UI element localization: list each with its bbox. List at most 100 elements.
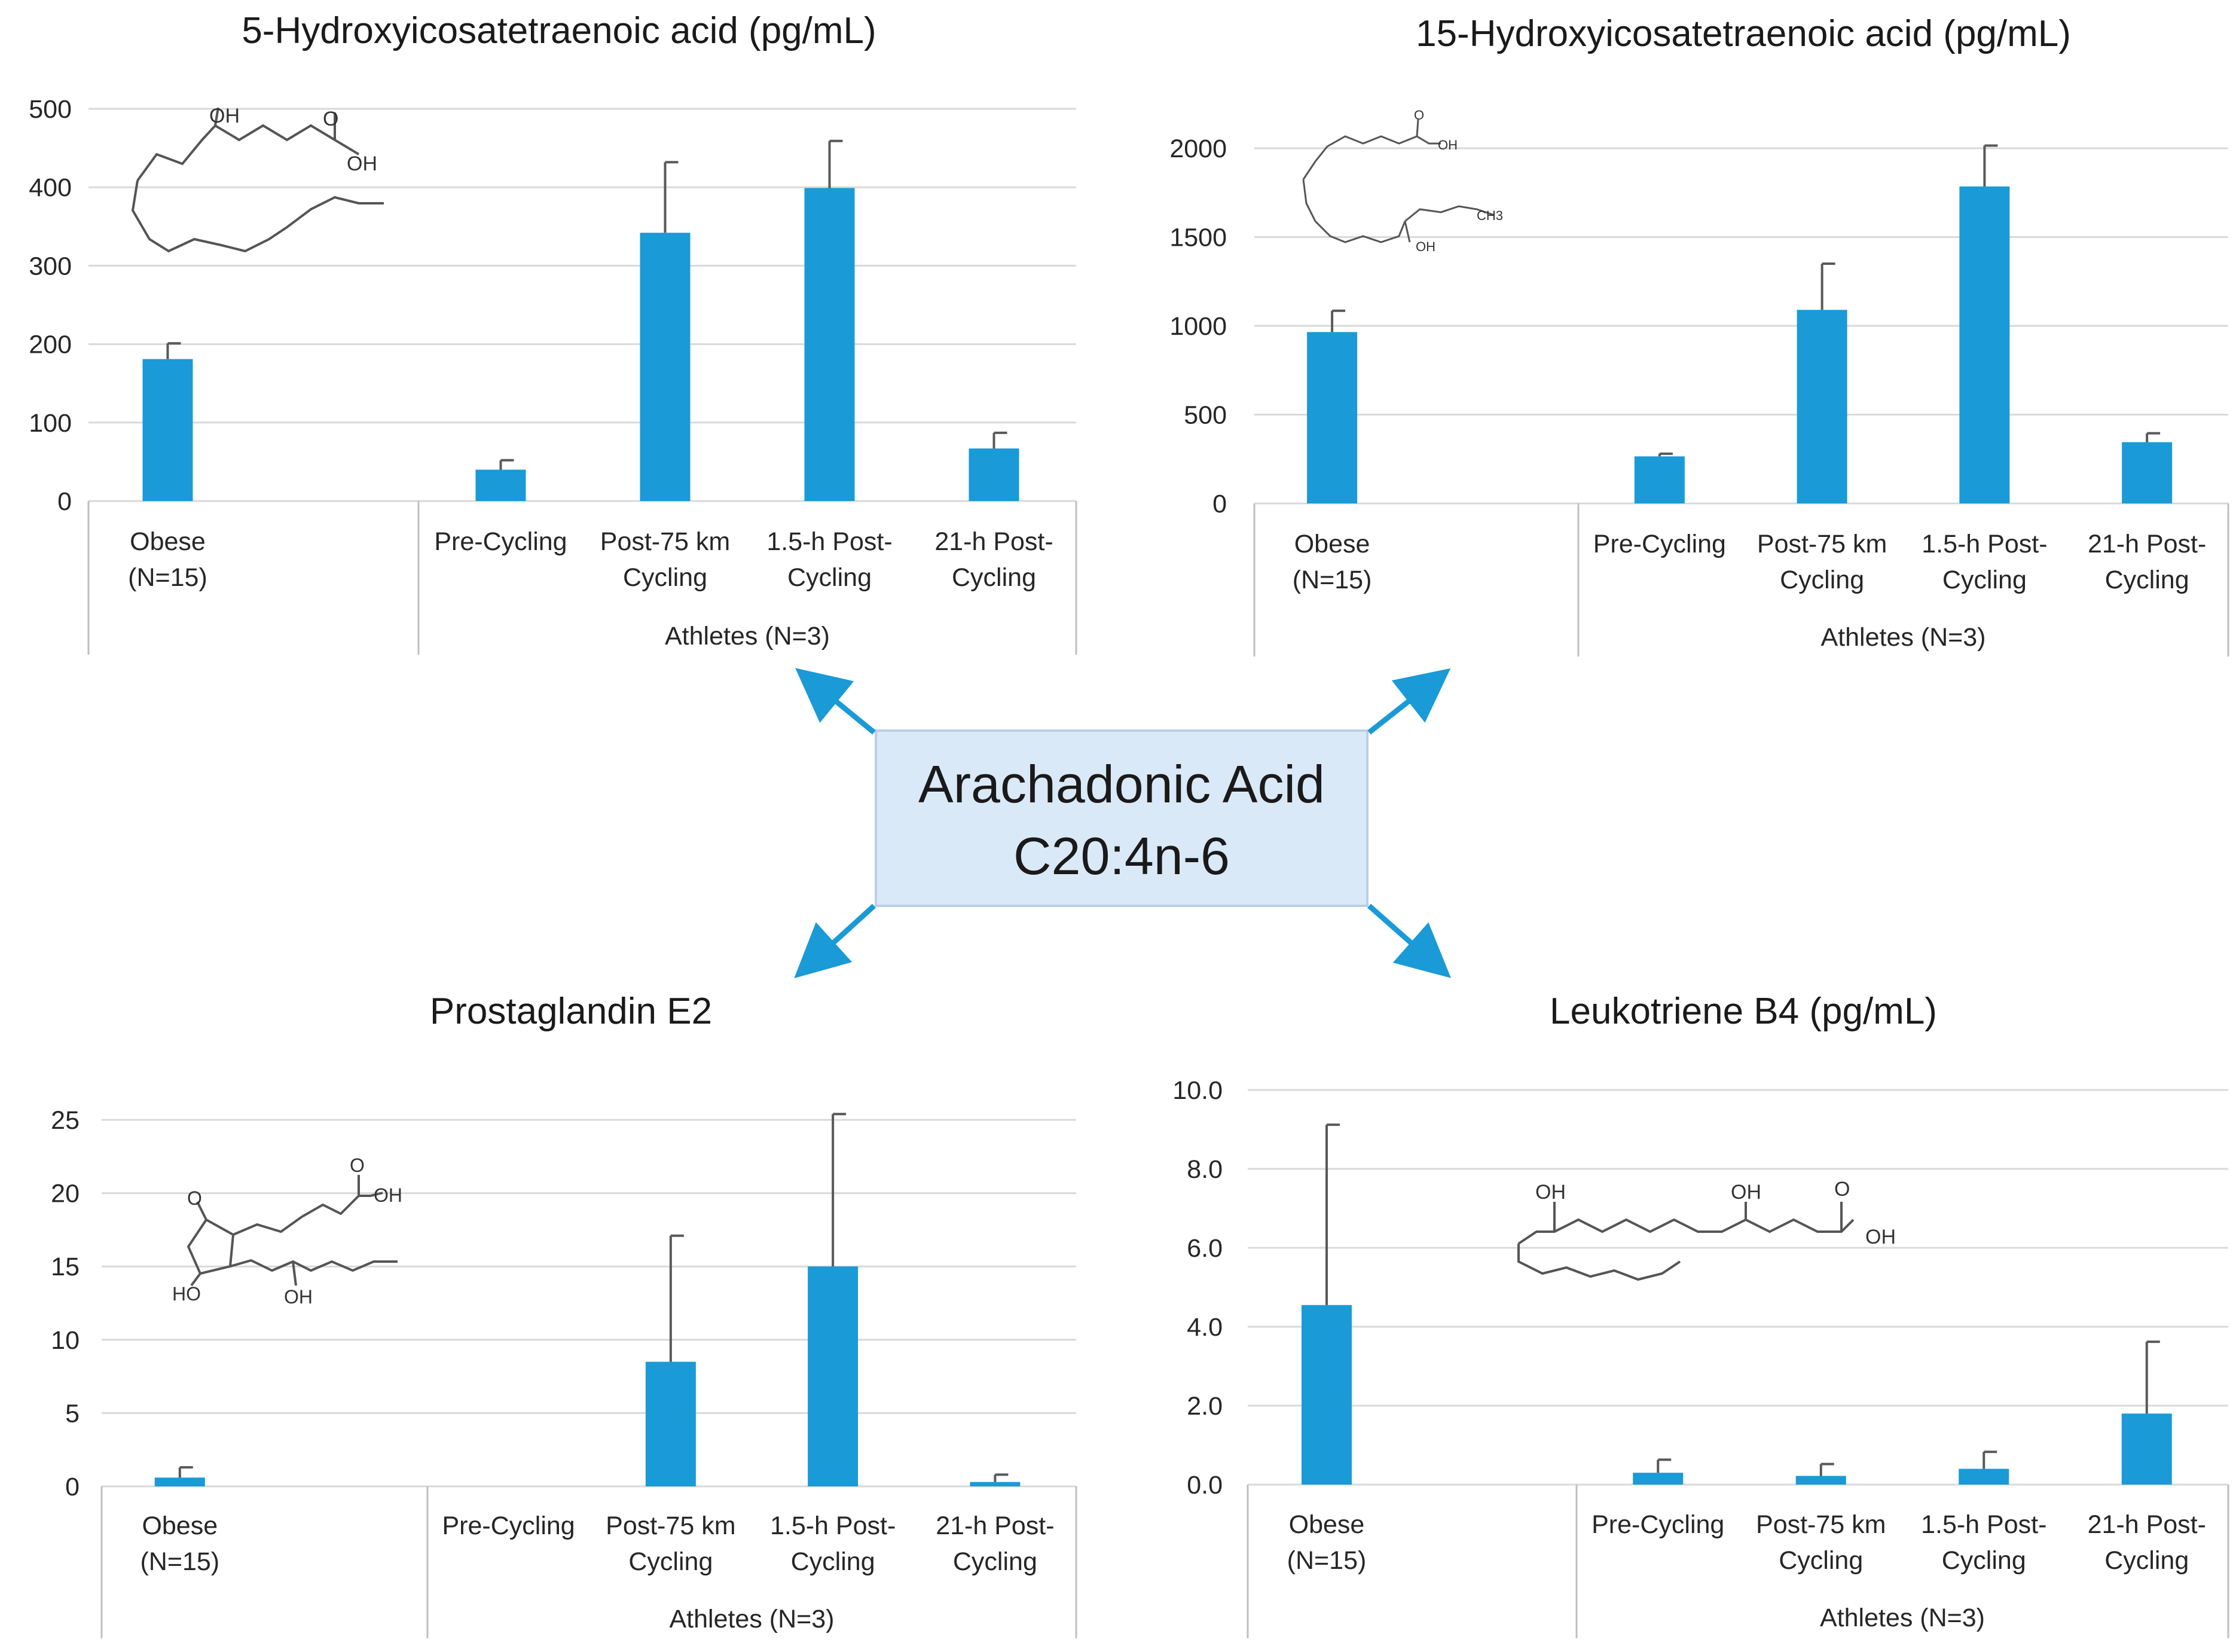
category-label: Pre-Cycling bbox=[1593, 530, 1726, 558]
y-tick-label: 8.0 bbox=[1187, 1155, 1223, 1184]
struct-5hete-o: O bbox=[323, 108, 338, 130]
bar bbox=[808, 1266, 859, 1486]
arrow-bottom-left bbox=[794, 903, 876, 979]
category-label-line2: Cycling bbox=[791, 1547, 875, 1576]
bar bbox=[640, 233, 691, 501]
category-label: Obese bbox=[142, 1511, 218, 1540]
arrows bbox=[794, 668, 1452, 979]
struct-pge2-ho: HO bbox=[172, 1283, 201, 1305]
struct-ltb4-o: O bbox=[1834, 1178, 1850, 1201]
y-tick-label: 500 bbox=[1184, 401, 1227, 430]
y-tick-label: 1500 bbox=[1169, 224, 1227, 252]
struct-pge2-oh-2: OH bbox=[284, 1286, 313, 1308]
y-tick-label: 1000 bbox=[1169, 312, 1227, 341]
struct-15hete-ch3: CH3 bbox=[1477, 208, 1503, 223]
category-label: 21-h Post- bbox=[936, 1511, 1054, 1540]
category-label: 1.5-h Post- bbox=[1922, 530, 2047, 558]
group-label: Athletes (N=3) bbox=[665, 622, 830, 651]
bar bbox=[1797, 310, 1847, 503]
bar bbox=[475, 469, 526, 501]
category-label-line2: Cycling bbox=[1780, 566, 1864, 594]
category-label: Post-75 km bbox=[1757, 530, 1887, 558]
category-label-line2: Cycling bbox=[628, 1547, 713, 1576]
y-tick-label: 200 bbox=[29, 331, 72, 359]
bar bbox=[804, 188, 855, 502]
chart-title: 15-Hydroxyicosatetraenoic acid (pg/mL) bbox=[1416, 13, 2071, 54]
category-label-line2: Cycling bbox=[2104, 1546, 2189, 1575]
structure-5-hete: OH O OH bbox=[131, 105, 384, 253]
bar bbox=[645, 1361, 696, 1486]
bar bbox=[1959, 186, 2010, 504]
y-tick-label: 20 bbox=[51, 1180, 80, 1208]
category-label: 1.5-h Post- bbox=[1921, 1510, 2046, 1539]
category-label: Post-75 km bbox=[1756, 1510, 1886, 1539]
bar bbox=[2122, 442, 2173, 503]
category-label: Obese bbox=[130, 527, 206, 556]
bar bbox=[969, 448, 1019, 501]
category-label-line2: Cycling bbox=[1779, 1546, 1863, 1575]
category-label: Post-75 km bbox=[600, 527, 730, 556]
category-label-line2: Cycling bbox=[623, 563, 707, 592]
y-tick-label: 15 bbox=[51, 1253, 80, 1281]
category-label-line2: Cycling bbox=[953, 1547, 1037, 1576]
struct-5hete-oh-2: OH bbox=[347, 152, 377, 175]
bar bbox=[154, 1477, 205, 1486]
struct-ltb4-oh-1: OH bbox=[1535, 1181, 1566, 1204]
chart-title: Prostaglandin E2 bbox=[430, 991, 712, 1032]
y-tick-label: 6.0 bbox=[1187, 1234, 1223, 1263]
chart-panel-ltb4: Leukotriene B4 (pg/mL)0.02.04.06.08.010.… bbox=[1172, 991, 2229, 1638]
center-box: Arachadonic Acid C20:4n-6 bbox=[875, 729, 1369, 907]
arrow-top-right bbox=[1367, 668, 1451, 735]
arrow-top-left bbox=[795, 668, 876, 735]
center-line-2: C20:4n-6 bbox=[1013, 826, 1230, 885]
struct-5hete-oh-1: OH bbox=[209, 105, 240, 127]
category-label: Obese bbox=[1294, 530, 1370, 558]
struct-pge2-o-2: O bbox=[350, 1155, 365, 1176]
center-box-background bbox=[875, 729, 1369, 907]
y-tick-label: 25 bbox=[51, 1106, 80, 1135]
category-label: Pre-Cycling bbox=[434, 527, 567, 556]
category-label: 21-h Post- bbox=[2088, 1510, 2206, 1539]
category-label-line2: (N=15) bbox=[1293, 566, 1372, 594]
structure-15-hete: O OH CH3 OH bbox=[1302, 108, 1503, 254]
category-label: 21-h Post- bbox=[2088, 530, 2206, 558]
y-tick-label: 0 bbox=[57, 487, 72, 516]
arrow-bottom-right bbox=[1367, 903, 1452, 978]
y-tick-label: 0 bbox=[65, 1473, 80, 1501]
struct-ltb4-oh-3: OH bbox=[1865, 1226, 1896, 1248]
chart-panel-pge2: Prostaglandin E20510152025Obese(N=15)Pre… bbox=[51, 991, 1077, 1638]
group-label: Athletes (N=3) bbox=[669, 1605, 834, 1633]
category-label: 21-h Post- bbox=[934, 527, 1053, 556]
category-label-line2: Cycling bbox=[1942, 1546, 2026, 1575]
category-label: Pre-Cycling bbox=[1592, 1510, 1724, 1539]
bar bbox=[970, 1482, 1021, 1486]
bar bbox=[1795, 1476, 1846, 1485]
y-tick-label: 2000 bbox=[1169, 135, 1227, 163]
y-tick-label: 10 bbox=[51, 1326, 80, 1355]
category-label-line2: Cycling bbox=[2105, 566, 2189, 594]
bar bbox=[2121, 1413, 2172, 1485]
bar bbox=[1959, 1468, 2009, 1485]
category-label-line2: Cycling bbox=[1942, 566, 2027, 594]
chart-panel-15-hete: 15-Hydroxyicosatetraenoic acid (pg/mL)05… bbox=[1169, 13, 2229, 656]
category-label: Post-75 km bbox=[606, 1511, 735, 1540]
y-tick-label: 10.0 bbox=[1172, 1076, 1223, 1105]
struct-pge2-o-1: O bbox=[187, 1187, 202, 1209]
bar bbox=[1633, 1473, 1684, 1485]
y-tick-label: 0.0 bbox=[1187, 1471, 1223, 1500]
y-tick-label: 5 bbox=[65, 1399, 80, 1428]
struct-ltb4-oh-2: OH bbox=[1731, 1181, 1761, 1204]
y-tick-label: 500 bbox=[29, 95, 72, 124]
chart-title: Leukotriene B4 (pg/mL) bbox=[1550, 991, 1937, 1032]
bar bbox=[142, 359, 193, 501]
y-tick-label: 300 bbox=[29, 252, 72, 280]
y-tick-label: 100 bbox=[29, 409, 72, 438]
category-label: Pre-Cycling bbox=[442, 1511, 575, 1540]
group-label: Athletes (N=3) bbox=[1820, 623, 1985, 652]
structure-ltb4: OH OH O OH bbox=[1517, 1178, 1896, 1281]
bar bbox=[1302, 1305, 1352, 1485]
bar bbox=[1634, 456, 1685, 503]
category-label-line2: Cycling bbox=[787, 563, 872, 592]
structure-pge2: O O OH HO OH bbox=[172, 1155, 402, 1308]
